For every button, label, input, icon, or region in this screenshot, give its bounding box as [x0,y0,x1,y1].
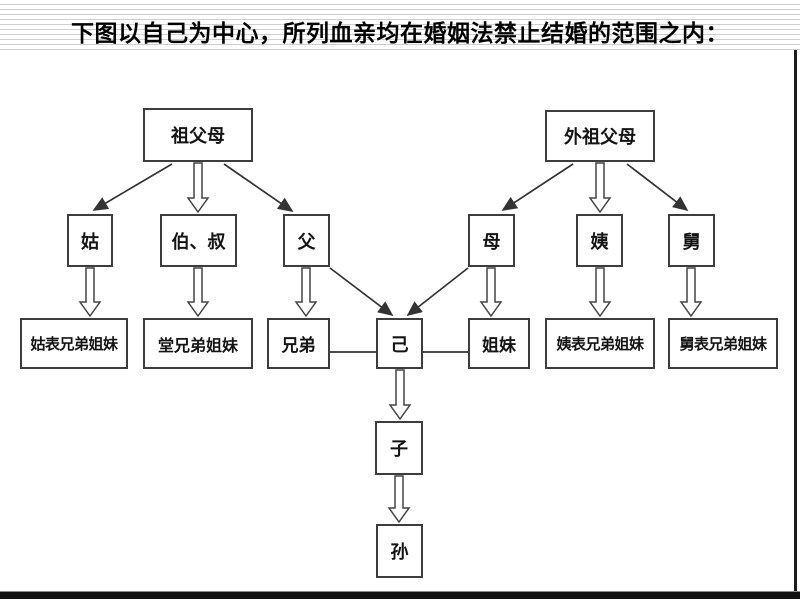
hollow-arrow-paternal-aunt-to-cousins [78,267,102,318]
slide-bottom-bar [0,591,800,599]
node-grandson: 孙 [376,524,423,578]
hollow-arrow-son-to-grandson [387,475,411,524]
node-paternal-cousins: 堂兄弟姐妹 [143,318,253,369]
node-sisters: 姐妹 [468,318,530,369]
node-father: 父 [283,214,330,267]
hollow-arrow-father-to-brothers [294,267,318,318]
node-paternal-aunt: 姑 [67,214,113,267]
arrow-maternal-grandparents-to-maternal-uncle [626,163,689,212]
hollow-arrow-paternal-uncles-to-cousins [186,267,210,318]
node-paternal-grandparents: 祖父母 [143,108,253,162]
node-paternal-aunt-cousins: 姑表兄弟姐妹 [20,318,128,369]
node-maternal-aunt-cousins: 姨表兄弟姐妹 [545,318,655,369]
node-son: 子 [375,421,423,475]
arrow-paternal-grandparents-to-father [223,163,294,212]
arrow-paternal-grandparents-to-paternal-aunt [92,163,173,211]
hollow-arrow-paternal-grandparents-to-paternal-uncles [186,162,210,214]
arrow-father-to-self [329,267,394,317]
slide-title: 下图以自己为中心，所列血亲均在婚姻法禁止结婚的范围之内： [71,21,729,46]
node-maternal-uncle: 舅 [668,214,715,267]
slide-right-border [794,50,797,592]
hollow-arrow-self-to-son [388,369,412,421]
arrow-mother-to-self [406,267,469,317]
hollow-arrow-maternal-uncle-to-cousins [679,267,703,318]
node-paternal-uncles: 伯、叔 [160,214,237,267]
node-maternal-aunt: 姨 [576,214,623,267]
hollow-arrow-maternal-aunt-to-cousins [588,267,612,318]
node-self: 己 [376,318,423,369]
arrow-maternal-grandparents-to-mother [501,163,574,211]
node-maternal-grandparents: 外祖父母 [545,110,655,162]
node-brothers: 兄弟 [267,318,330,369]
node-maternal-uncle-cousins: 舅表兄弟姐妹 [668,318,778,369]
hollow-arrow-mother-to-sisters [479,267,503,318]
title-stripe-band [0,0,800,52]
hollow-arrow-maternal-grandparents-to-maternal-aunt [588,162,612,214]
node-mother: 母 [468,214,515,267]
